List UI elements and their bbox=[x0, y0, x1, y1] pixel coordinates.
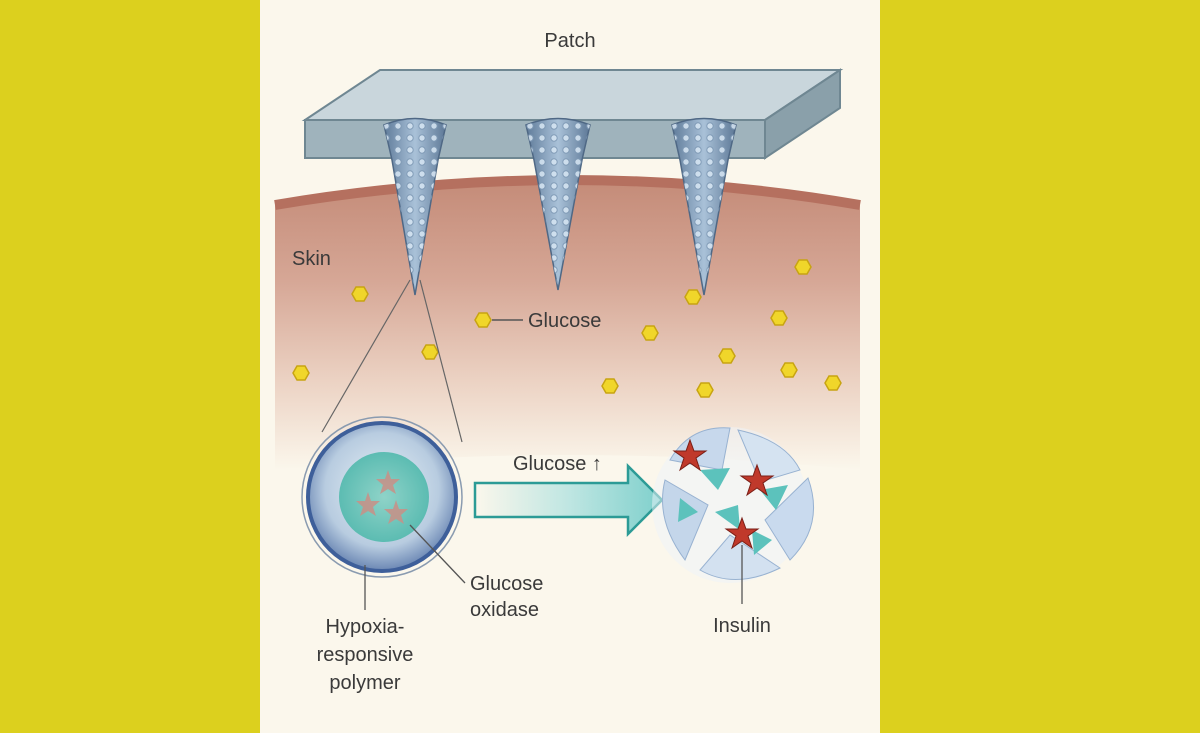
glucose-molecule bbox=[696, 382, 714, 398]
glucose-label: Glucose bbox=[528, 310, 601, 332]
enzyme-star bbox=[384, 500, 408, 524]
glucose-molecule bbox=[824, 375, 842, 391]
hypoxia-label-line1: Hypoxia- bbox=[326, 616, 405, 638]
patch-label: Patch bbox=[544, 30, 595, 52]
enzyme-star bbox=[356, 492, 380, 516]
enzyme-star bbox=[376, 470, 400, 494]
insulin-label: Insulin bbox=[713, 615, 771, 637]
glucose-oxidase-label-line2: oxidase bbox=[470, 599, 539, 621]
skin-label: Skin bbox=[292, 248, 331, 270]
glucose-molecule bbox=[684, 289, 702, 305]
microneedle-3 bbox=[671, 117, 737, 296]
glucose-oxidase-core bbox=[339, 452, 429, 542]
zoom-line-left bbox=[321, 279, 411, 433]
glucose-oxidase-leader bbox=[409, 524, 466, 584]
glucose-molecule bbox=[474, 312, 492, 328]
glucose-molecule bbox=[780, 362, 798, 378]
glucose-oxidase-label-line1: Glucose bbox=[470, 573, 543, 595]
insulin-star bbox=[739, 463, 775, 497]
diagram-panel: Patch Skin Glucose Glucose ↑ Glucose oxi… bbox=[260, 0, 880, 733]
microneedle-1 bbox=[383, 117, 447, 296]
glucose-molecule bbox=[351, 286, 369, 302]
insulin-release-cluster bbox=[652, 427, 815, 583]
microneedle-2 bbox=[525, 117, 591, 291]
glucose-molecule bbox=[421, 344, 439, 360]
glucose-molecule bbox=[601, 378, 619, 394]
glucose-molecule bbox=[794, 259, 812, 275]
insulin-star bbox=[724, 516, 760, 550]
glucose-molecule bbox=[770, 310, 788, 326]
hypoxia-label-line3: polymer bbox=[329, 672, 400, 694]
glucose-molecule bbox=[292, 365, 310, 381]
glucose-molecule bbox=[718, 348, 736, 364]
glucose-increase-label: Glucose ↑ bbox=[513, 453, 602, 475]
microneedle-patch-diagram: Patch Skin Glucose Glucose ↑ Glucose oxi… bbox=[274, 30, 861, 694]
insulin-star bbox=[672, 438, 708, 472]
glucose-molecule bbox=[641, 325, 659, 341]
glucose-increase-arrow bbox=[473, 462, 664, 538]
hypoxia-label-line2: responsive bbox=[317, 644, 414, 666]
zoom-line-right bbox=[419, 279, 463, 443]
